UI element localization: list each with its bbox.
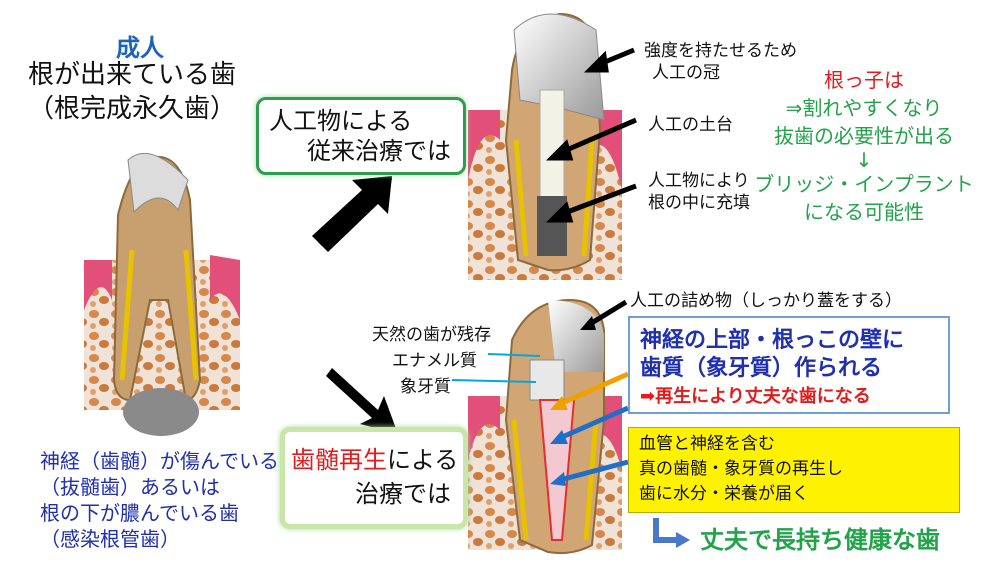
damaged-pulp-note: 神経（歯髄）が傷んでいる （抜髄歯）あるいは 根の下が膿んでいる歯 （感染根管歯… <box>40 448 279 552</box>
damage-line: （抜髄歯）あるいは <box>40 475 220 499</box>
root-fracture-note: 根っ子は ⇒割れやすくなり 抜歯の必要性が出る ↓ ブリッジ・インプラント にな… <box>748 66 980 226</box>
note-title: 根っ子は <box>824 68 904 92</box>
yellow-line1: 血管と神経を含む <box>639 434 775 454</box>
final-result-text: 丈夫で長持ち健康な歯 <box>700 526 940 554</box>
damage-line: 神経（歯髄）が傷んでいる <box>40 449 279 473</box>
final-result-arrow <box>653 518 678 543</box>
label-filling: 人工の詰め物（しっかり蓋をする） <box>630 291 902 311</box>
regenerative-treatment-box: 歯髄再生による 治療では <box>280 427 468 529</box>
yellow-line2: 真の歯髄・象牙質の再生し <box>639 459 843 479</box>
damage-line: （感染根管歯） <box>40 527 180 551</box>
conv-box-line2: 従来治療では <box>307 137 451 165</box>
regen-box-line2: 治療では <box>355 480 451 508</box>
conventional-treatment-box: 人工物による 従来治療では <box>256 97 466 175</box>
label-natural-tooth: 天然の歯が残存 <box>372 325 491 345</box>
note-line4: になる可能性 <box>804 200 924 224</box>
pulp-regeneration-box: 血管と神経を含む 真の歯髄・象牙質の再生し 歯に水分・栄養が届く <box>628 427 960 513</box>
down-arrow-to-regenerative <box>326 368 398 434</box>
label-crown-1: 強度を持たせるため <box>644 41 797 61</box>
note-arrow: ↓ <box>855 148 873 172</box>
blue-line3: ➡再生により丈夫な歯になる <box>640 386 871 407</box>
blue-line2: 歯質（象牙質）作られる <box>640 356 883 381</box>
label-enamel: エナメル質 <box>392 351 477 371</box>
infection-lesion <box>123 388 199 436</box>
note-line2: 抜歯の必要性が出る <box>774 124 954 148</box>
damaged-tooth-illustration <box>84 152 240 436</box>
regenerated-tooth-illustration <box>468 298 622 555</box>
arrow-up-main <box>312 176 392 252</box>
blue-line1: 神経の上部・根っこの壁に <box>640 328 905 353</box>
damage-line: 根の下が膿んでいる歯 <box>40 501 239 525</box>
regen-box-line1: による <box>387 446 459 474</box>
note-line3: ブリッジ・インプラント <box>754 172 974 196</box>
adult-desc-line2: （根完成永久歯） <box>28 94 237 124</box>
label-fill-2: 根の中に充填 <box>648 193 750 213</box>
adult-desc-line1: 根が出来ている歯 <box>28 60 237 90</box>
label-dentin: 象牙質 <box>400 377 451 397</box>
yellow-line3: 歯に水分・栄養が届く <box>639 484 809 504</box>
dentin-formation-box: 神経の上部・根っこの壁に 歯質（象牙質）作られる ➡再生により丈夫な歯になる <box>628 316 950 414</box>
label-fill-1: 人工物により <box>648 171 750 191</box>
label-post: 人工の土台 <box>648 115 733 135</box>
note-line1: ⇒割れやすくなり <box>785 96 943 120</box>
regen-highlight: 歯髄再生 <box>291 446 387 474</box>
adult-description: 根が出来ている歯 （根完成永久歯） <box>28 58 236 126</box>
label-crown-2: 人工の冠 <box>652 63 720 83</box>
regenerative-callout-arrows <box>451 299 630 486</box>
conventional-tooth-illustration <box>468 12 622 280</box>
adult-label: 成人 <box>116 34 164 62</box>
conventional-callout-arrows <box>545 47 637 223</box>
conv-box-line1: 人工物による <box>269 107 413 135</box>
